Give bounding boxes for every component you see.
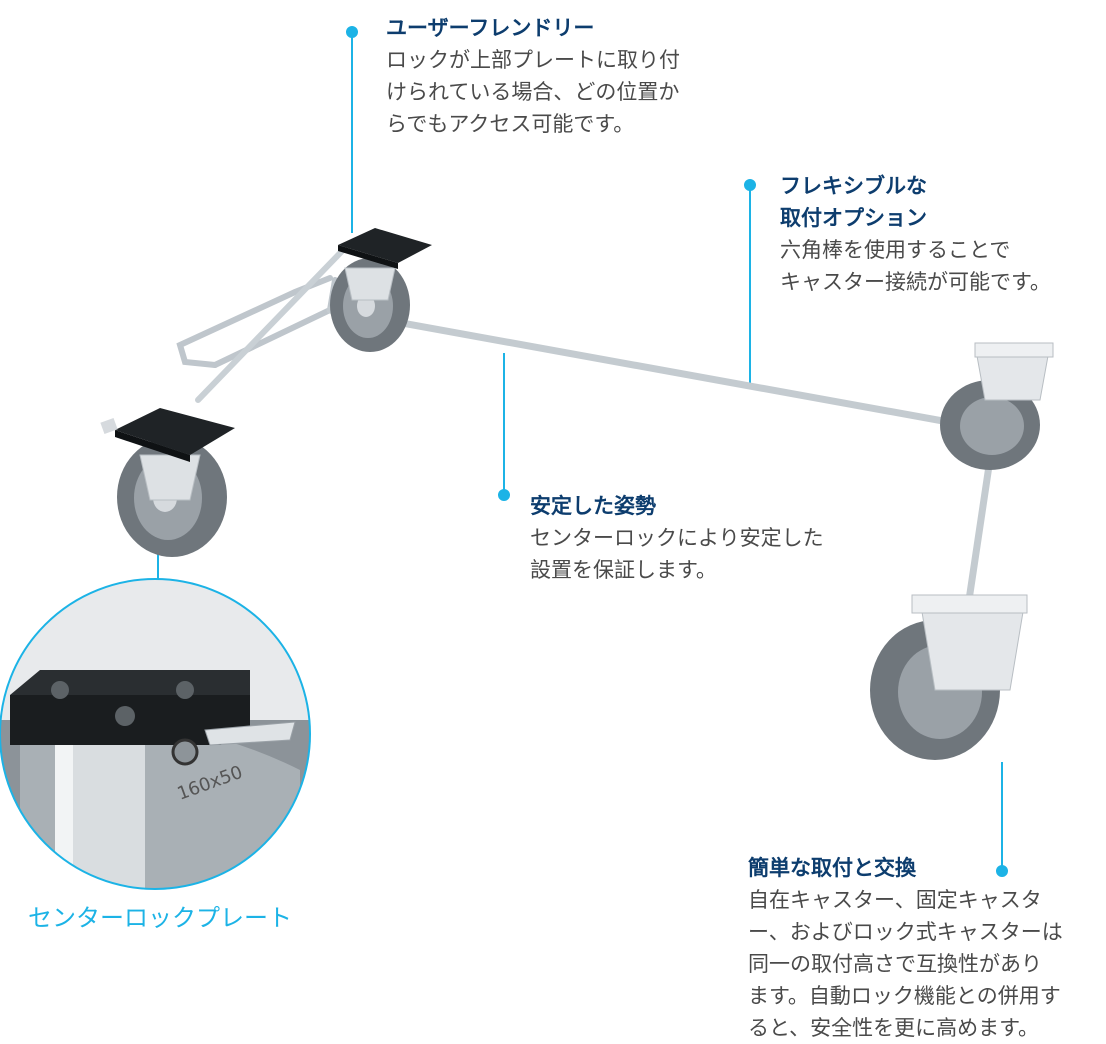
callout-line: けられている場合、どの位置か xyxy=(386,80,680,104)
callout-line: 設置を保証します。 xyxy=(530,558,717,582)
callout-line: 自在キャスター、固定キャスタ xyxy=(748,888,1042,912)
callout-line: 六角棒を使用することで xyxy=(780,238,1011,262)
callout-easy: 簡単な取付と交換 自在キャスター、固定キャスタ ー、およびロック式キャスターは … xyxy=(748,852,1063,1044)
center-lock-plate-detail: 160x50 xyxy=(0,578,311,890)
callout-line: 同一の取付高さで互換性があり xyxy=(748,952,1042,976)
callout-line: ると、安全性を更に高めます。 xyxy=(748,1016,1040,1040)
callout-title: 取付オプション xyxy=(780,206,927,230)
callout-stable: 安定した姿勢 センターロックにより安定した 設置を保証します。 xyxy=(530,490,824,586)
detail-caption: センターロックプレート xyxy=(28,904,292,932)
swivel-caster-front xyxy=(100,408,235,557)
callout-title: 簡単な取付と交換 xyxy=(748,856,916,880)
callout-flexible: フレキシブルな 取付オプション 六角棒を使用することで キャスター接続が可能です… xyxy=(780,170,1051,298)
fixed-caster-bottom xyxy=(870,594,1028,760)
callout-title: 安定した姿勢 xyxy=(530,494,656,518)
callout-leaders xyxy=(157,26,1008,877)
callout-line: キャスター接続が可能です。 xyxy=(780,270,1051,294)
callout-line: ー、およびロック式キャスターは xyxy=(748,920,1063,944)
fixed-caster-right xyxy=(940,342,1054,470)
callout-line: ロックが上部プレートに取り付 xyxy=(386,48,680,72)
callout-line: らでもアクセス可能です。 xyxy=(386,112,635,136)
callout-line: センターロックにより安定した xyxy=(530,526,824,550)
callout-title: ユーザーフレンドリー xyxy=(386,16,595,40)
callout-title: フレキシブルな xyxy=(780,174,927,198)
swivel-caster-back xyxy=(330,228,432,352)
callout-user-friendly: ユーザーフレンドリー ロックが上部プレートに取り付 けられている場合、どの位置か… xyxy=(386,12,680,140)
callout-line: ます。自動ロック機能との併用す xyxy=(748,984,1061,1008)
